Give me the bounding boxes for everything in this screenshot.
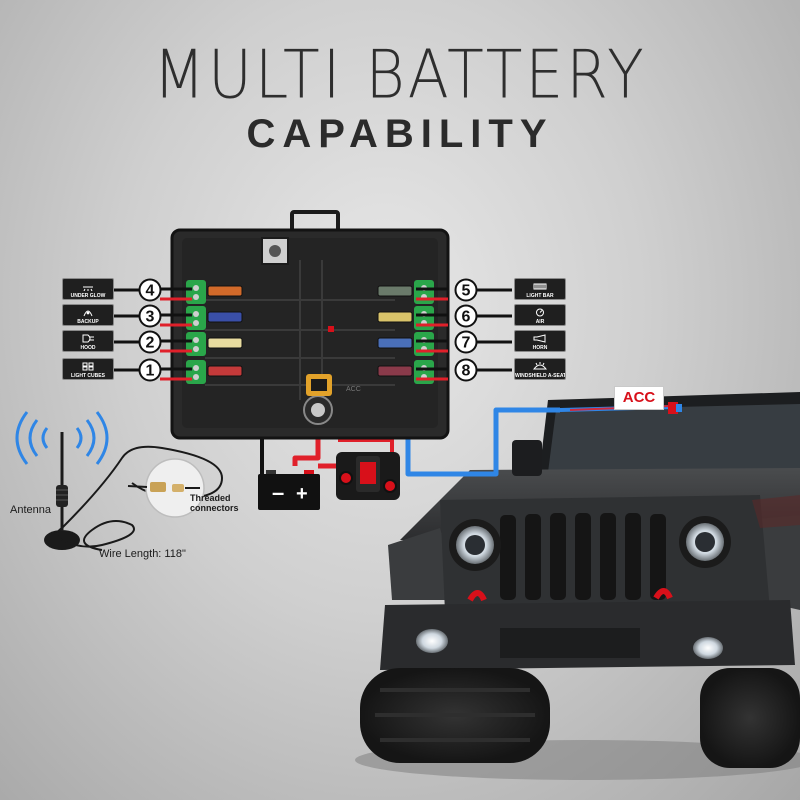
svg-text:3: 3 — [146, 309, 155, 326]
backup-light-icon — [83, 310, 93, 317]
channel-lines: 4 3 2 1 5 6 7 8 — [112, 278, 512, 382]
fuse — [377, 365, 413, 377]
channel-badge-7: HORN — [514, 330, 566, 352]
acc-label: ACC — [614, 386, 664, 410]
antenna-assembly — [15, 411, 224, 551]
fuse — [377, 337, 413, 349]
channel-badge-5: LIGHT BAR — [514, 278, 566, 300]
title-line-1: MULTI BATTERY — [153, 35, 647, 115]
channel-label: LIGHT BAR — [526, 293, 554, 299]
channel-label: HOOD — [80, 345, 96, 351]
channel-number-5: 5 — [454, 278, 478, 302]
fuse — [377, 311, 413, 323]
channel-badge-4: UNDER GLOW — [62, 278, 114, 300]
antenna-coil — [56, 485, 68, 507]
antenna-label: Antenna — [10, 504, 51, 516]
channel-label: LIGHT CUBES — [71, 373, 105, 379]
svg-text:7: 7 — [462, 335, 471, 352]
svg-text:1: 1 — [146, 363, 155, 380]
channel-label: UNDER GLOW — [70, 293, 106, 299]
fuse — [207, 365, 243, 377]
svg-text:4: 4 — [146, 283, 155, 300]
battery-plus: + — [296, 483, 308, 505]
channel-number-4: 4 — [138, 278, 162, 302]
fuse-box: ACC — [170, 210, 450, 440]
fuse — [207, 337, 243, 349]
channel-label: AIR — [535, 319, 545, 325]
wire-length-label: Wire Length: 118" — [99, 548, 186, 560]
svg-text:6: 6 — [462, 309, 471, 326]
hood-light-icon — [82, 334, 94, 343]
channel-badge-1: LIGHT CUBES — [62, 358, 114, 380]
channel-label: BACKUP — [77, 319, 99, 325]
light-bar-icon — [533, 283, 547, 290]
horn-icon — [533, 334, 546, 343]
channel-badge-6: AIR — [514, 304, 566, 326]
headlights — [449, 516, 731, 571]
circuit-breaker — [336, 452, 400, 500]
svg-text:ACC: ACC — [346, 386, 361, 393]
fuse — [207, 285, 243, 297]
svg-text:5: 5 — [462, 283, 471, 300]
channel-number-3: 3 — [138, 304, 162, 328]
svg-text:8: 8 — [462, 363, 471, 380]
channel-number-1: 1 — [138, 358, 162, 382]
signal-icon — [15, 411, 109, 465]
channel-label: WINDSHIELD A-SEAT — [515, 373, 566, 379]
fuse — [377, 285, 413, 297]
channel-label: HORN — [532, 345, 548, 351]
right-fog-light — [693, 637, 723, 659]
under-glow-icon — [83, 286, 93, 291]
channel-badge-2: HOOD — [62, 330, 114, 352]
threaded-connectors-label: Threaded connectors — [190, 493, 239, 513]
acc-fuse-tap — [668, 402, 682, 414]
channel-badge-3: BACKUP — [62, 304, 114, 326]
left-fog-light — [416, 629, 448, 653]
side-mirror — [512, 440, 542, 476]
left-fender — [388, 528, 460, 600]
light-cubes-icon — [82, 362, 94, 371]
title-line-2: CAPABILITY — [246, 112, 554, 156]
battery-minus: – — [272, 480, 284, 505]
channel-number-6: 6 — [454, 304, 478, 328]
grille-slots — [500, 513, 666, 600]
right-tow-hook — [653, 588, 673, 600]
svg-text:2: 2 — [146, 335, 155, 352]
channel-number-8: 8 — [454, 358, 478, 382]
windshield-light-icon — [533, 362, 547, 370]
channel-number-2: 2 — [138, 330, 162, 354]
front-right-tire — [700, 668, 800, 768]
channel-number-7: 7 — [454, 330, 478, 354]
jeep-vehicle — [355, 392, 800, 780]
air-icon — [536, 308, 544, 317]
battery: – + — [258, 470, 320, 510]
fuse — [207, 311, 243, 323]
left-tow-hook — [467, 590, 487, 602]
channel-badge-8: WINDSHIELD A-SEAT — [514, 358, 566, 380]
